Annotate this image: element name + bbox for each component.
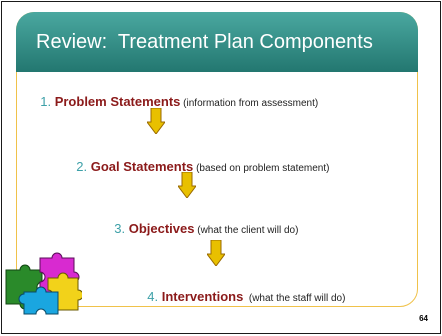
puzzle-pieces-icon: [5, 252, 82, 315]
item-note: (based on problem statement): [193, 163, 330, 174]
list-item-goal-statements: 2. Goal Statements (based on problem sta…: [64, 147, 329, 186]
down-arrow-icon: [207, 240, 225, 266]
item-note: (information from assessment): [180, 98, 319, 109]
item-keyword: Objectives: [128, 221, 195, 236]
down-arrow-icon: [178, 172, 196, 198]
item-keyword: Goal Statements: [90, 159, 194, 174]
item-keyword: Interventions: [161, 289, 244, 304]
down-arrow-icon: [147, 108, 165, 134]
page-number: 64: [419, 314, 428, 323]
item-number: 3.: [114, 221, 129, 236]
item-number: 2.: [76, 159, 91, 174]
item-keyword: Problem Statements: [54, 94, 181, 109]
slide-title: Review: Treatment Plan Components: [16, 12, 418, 72]
item-number: 1.: [40, 94, 55, 109]
list-item-objectives: 3. Objectives (what the client will do): [102, 209, 298, 248]
list-item-interventions: 4. Interventions (what the staff will do…: [135, 277, 345, 316]
list-item-problem-statements: 1. Problem Statements (information from …: [28, 82, 318, 121]
item-note: (what the client will do): [194, 225, 299, 236]
item-number: 4.: [147, 289, 162, 304]
item-note: (what the staff will do): [243, 293, 346, 304]
